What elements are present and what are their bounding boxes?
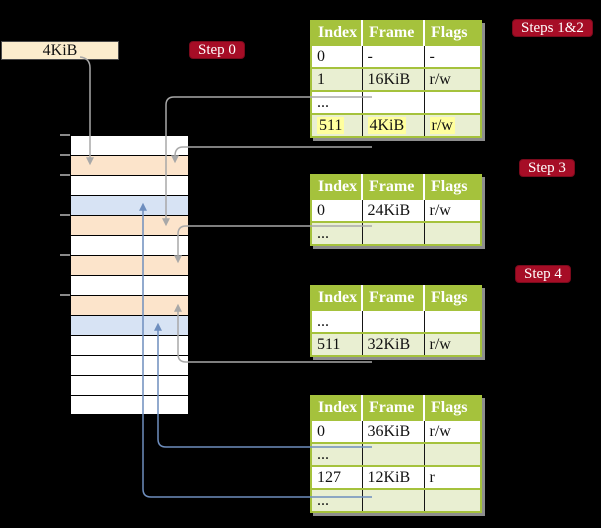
table-cell: 0 (311, 420, 362, 443)
column-header-flags: Flags (423, 396, 481, 420)
badge-step-3: Step 3 (519, 159, 575, 177)
table-row: ... (311, 91, 481, 114)
table-cell: 0 (311, 199, 362, 222)
table-cell: r/w (423, 114, 481, 137)
table-cell (423, 91, 481, 114)
table-cell: r/w (423, 420, 481, 443)
table-cell (423, 443, 481, 466)
table-row: 0-- (311, 45, 481, 68)
column-header-index: Index (311, 286, 362, 310)
table-cell (423, 310, 481, 333)
badge-steps-1-2: Steps 1&2 (512, 19, 593, 37)
tick-mark (60, 154, 70, 156)
table-header-row: Index Frame Flags (311, 396, 481, 420)
stack-row-peach (71, 256, 188, 276)
table-cell: 4KiB (361, 114, 424, 137)
table-cell: ... (311, 443, 362, 466)
stack-row-white (71, 336, 188, 356)
column-header-flags: Flags (423, 21, 481, 45)
stack-row-white (71, 176, 188, 196)
badge-step-4: Step 4 (515, 265, 571, 283)
table-cell: 0 (311, 45, 362, 68)
table-cell: 32KiB (361, 333, 424, 356)
table-cell: 24KiB (361, 199, 424, 222)
table-cell: r/w (423, 199, 481, 222)
table-cell: 36KiB (361, 420, 424, 443)
column-header-frame: Frame (361, 286, 424, 310)
stack-row-white (71, 376, 188, 396)
table-cell: - (361, 45, 424, 68)
table-cell: ... (311, 310, 362, 333)
table-cell: 511 (311, 333, 362, 356)
tick-mark (60, 134, 70, 136)
table-cell: ... (311, 489, 362, 512)
column-header-flags: Flags (423, 286, 481, 310)
stack-row-white (71, 276, 188, 296)
table-cell: 1 (311, 68, 362, 91)
stack-row-blue (71, 196, 188, 216)
tick-mark (60, 254, 70, 256)
arrow-table1-row511-to-stack-row2 (171, 146, 372, 164)
stack-row-white (71, 136, 188, 156)
column-header-index: Index (311, 21, 362, 45)
table-header-row: Index Frame Flags (311, 21, 481, 45)
stack-row-peach (71, 216, 188, 236)
table-header-row: Index Frame Flags (311, 175, 481, 199)
column-header-frame: Frame (361, 396, 424, 420)
tick-mark (60, 174, 70, 176)
table-cell: r/w (423, 333, 481, 356)
table-header-row: Index Frame Flags (311, 286, 481, 310)
table-cell: 16KiB (361, 68, 424, 91)
badge-step-0: Step 0 (189, 41, 245, 59)
tick-mark (60, 214, 70, 216)
table-cell: - (423, 45, 481, 68)
table-row: ... (311, 222, 481, 245)
table-cell (423, 222, 481, 245)
stack-row-white (71, 236, 188, 256)
table-cell (361, 310, 424, 333)
column-header-index: Index (311, 396, 362, 420)
table-cell: r (423, 466, 481, 489)
table-cell: ... (311, 91, 362, 114)
table-cell: ... (311, 222, 362, 245)
table-cell: 127 (311, 466, 362, 489)
table-row: ... (311, 443, 481, 466)
column-header-frame: Frame (361, 21, 424, 45)
table-cell: r/w (423, 68, 481, 91)
stack-row-peach (71, 156, 188, 176)
tick-mark (60, 294, 70, 296)
table-cell (361, 443, 424, 466)
stack-row-blue (71, 316, 188, 336)
table-cell: 12KiB (361, 466, 424, 489)
table-row: ... (311, 489, 481, 512)
table-cell (423, 489, 481, 512)
column-header-flags: Flags (423, 175, 481, 199)
column-header-frame: Frame (361, 175, 424, 199)
table-row: ... (311, 310, 481, 333)
table-cell: 511 (311, 114, 362, 137)
frame-size-label: 4KiB (1, 41, 119, 60)
table-cell (361, 222, 424, 245)
stack-row-peach (71, 296, 188, 316)
table-cell (361, 489, 424, 512)
table-cell (361, 91, 424, 114)
stack-row-white (71, 396, 188, 414)
stack-row-white (71, 356, 188, 376)
memory-stack (70, 135, 189, 415)
column-header-index: Index (311, 175, 362, 199)
